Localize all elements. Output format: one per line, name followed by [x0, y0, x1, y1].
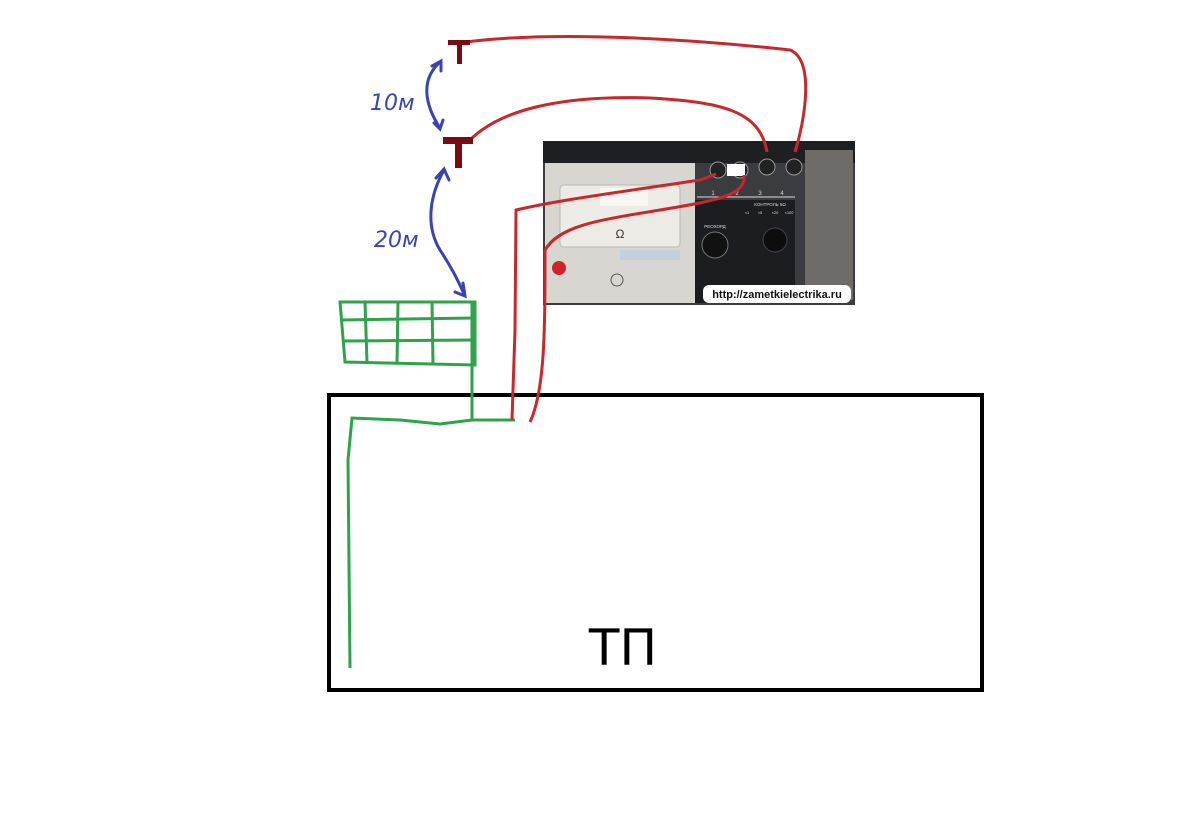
- terminal-label-3: 3: [758, 191, 762, 197]
- wire-terminal-1: [510, 172, 717, 421]
- distance-arrow-20m: [429, 168, 466, 296]
- wire-terminal-3: [468, 96, 769, 153]
- range-x1: ×1: [745, 210, 750, 215]
- watermark-url: http://zametkielectrika.ru: [712, 289, 842, 301]
- potential-electrode-icon: [448, 40, 470, 64]
- knob-label: РЕОХОРД: [704, 224, 725, 229]
- megger-device-photo: Ω 1 2 3 4 КОНТРОЛЬ 5Ω ×1 ×5 ×20 ×100 РЕО…: [543, 141, 855, 305]
- terminal-label-4: 4: [780, 191, 784, 197]
- ground-electrode-grid: [338, 300, 515, 669]
- distance-label-10m: 10м: [370, 91, 415, 116]
- ohm-symbol: Ω: [616, 227, 625, 241]
- measurement-wires: [465, 35, 808, 423]
- distance-arrow-10m: [425, 60, 442, 130]
- terminal-label-1: 1: [711, 191, 715, 197]
- wire-terminal-2: [528, 174, 746, 423]
- terminal-label-2: 2: [735, 191, 739, 197]
- wire-terminal-4: [465, 35, 808, 153]
- range-x100: ×100: [784, 210, 794, 215]
- terminal-3: [758, 158, 776, 176]
- range-x5: ×5: [758, 210, 763, 215]
- ground-conductor: [346, 302, 474, 669]
- current-electrode-icon: [443, 137, 473, 168]
- substation-box: [327, 393, 984, 692]
- distance-label-20m: 20м: [374, 228, 419, 253]
- terminal-4: [785, 158, 803, 176]
- substation-label: ТП: [588, 619, 657, 677]
- range-x20: ×20: [772, 210, 780, 215]
- red-button: [552, 261, 566, 275]
- control-label: КОНТРОЛЬ 5Ω: [754, 202, 786, 207]
